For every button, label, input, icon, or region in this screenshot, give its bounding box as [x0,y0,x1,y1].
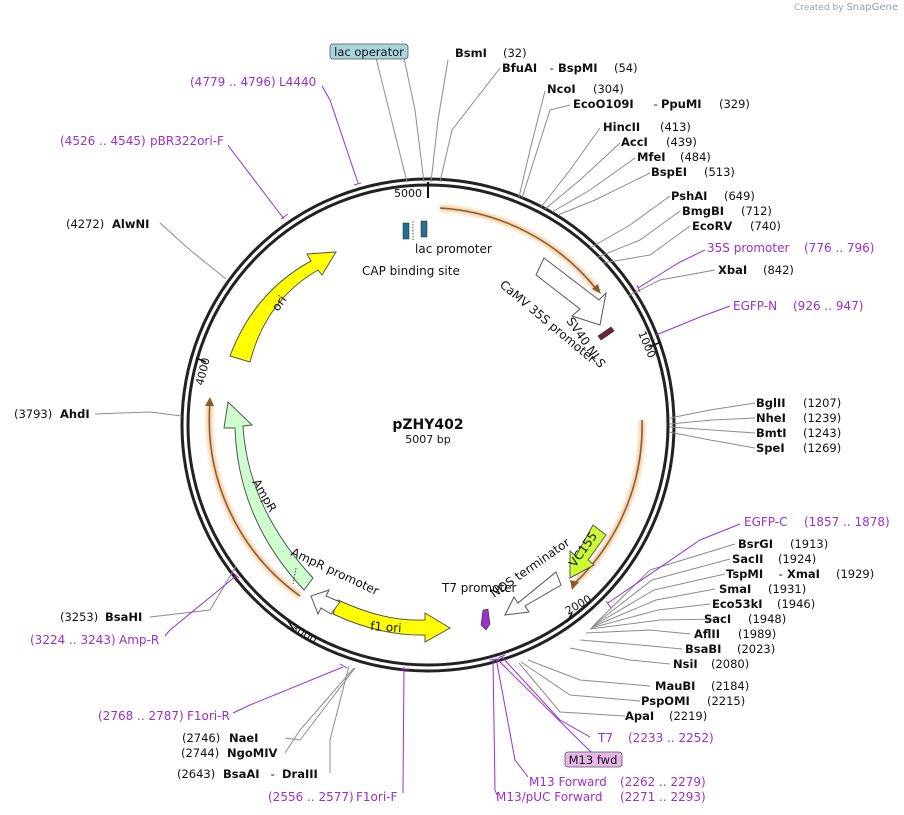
ori-arrow [229,251,337,363]
site-bsabi: BsaBI(2023) [685,642,775,656]
site-bmti: BmtI(1243) [756,426,841,440]
primer-pbr322ori-f: (4526 .. 4545)pBR322ori-F [60,134,224,148]
orf-arc-left-head [205,397,214,406]
lac-operator-label: lac operator [334,45,404,59]
tick-3000 [287,620,295,631]
site-bmgbi: BmgBI(712) [682,204,772,218]
tick-label-5000: 5000 [394,187,422,200]
primer-f1ori-f: (2556 .. 2577)F1ori-F [268,790,397,804]
site-bglii: BglII(1207) [756,396,841,410]
primer-amp-r: (3224 .. 3243)Amp-R [30,633,159,647]
primer-leader-lines [164,85,741,796]
site-naei: (2746)NaeI [182,731,258,745]
primer-m13-puc-forward: M13/pUC Forward(2271 .. 2293) [496,790,706,804]
plasmid-length: 5007 bp [405,433,450,446]
site-tspmi: TspMI - XmaI(1929) [726,567,874,581]
site-ngomiv: (2744)NgoMIV [181,746,277,760]
site-labels: BsmI(32) BfuAI - BspMI(54) NcoI(304) Eco… [14,46,874,781]
tick-4000 [195,357,207,363]
site-maubi: MauBI(2184) [655,679,749,693]
ampr-promoter-arrow [310,589,341,616]
plasmid-name: pZHY402 [392,417,463,433]
ampr-arrow [223,400,314,591]
lac-operator-box: lac operator [329,43,409,60]
site-acci: AccI(439) [621,135,697,149]
site-ecoo109i: EcoO109I - PpuMI(329) [573,97,750,111]
vc155-arrow [569,524,607,579]
nos-terminator-arrow [504,571,562,616]
m13-fwd-leader [497,659,595,756]
site-ncoi: NcoI(304) [547,82,624,96]
primer-t7: T7(2233 .. 2252) [597,731,714,745]
site-leader-lines [94,57,756,773]
site-alwni: (4272)AlwNI [66,217,149,231]
site-apai: ApaI(2219) [625,709,707,723]
site-hincii: HincII(413) [603,120,691,134]
primer-f1ori-r: (2768 .. 2787)F1ori-R [98,709,230,723]
site-nhei: NheI(1239) [756,411,841,425]
site-xbai: XbaI(842) [718,263,794,277]
label-cap-binding-site: CAP binding site [362,264,460,278]
site-sacii: SacII(1924) [732,552,816,566]
site-bfuai: BfuAI - BspMI(54) [502,61,638,75]
site-mfei: MfeI(484) [637,150,711,164]
m13-fwd-label: M13 fwd [569,753,618,767]
primer-egfp-c: EGFP-C(1857 .. 1878) [744,515,890,529]
site-bsahi: (3253)BsaHI [60,610,142,624]
site-spei: SpeI(1269) [756,441,841,455]
tick-label-3000: 3000 [289,621,320,646]
site-bspei: BspEI(513) [651,165,735,179]
tick-2000 [566,612,573,623]
snapgene-credit: Created by SnapGene [794,2,898,13]
site-pshai: PshAI(649) [671,189,755,203]
label-lac-promoter: lac promoter [415,242,492,256]
site-eco53ki: Eco53kI(1946) [712,597,815,611]
site-bsmi: BsmI(32) [455,46,527,60]
site-bsrgi: BsrGI(1913) [738,537,828,551]
f1-ori-arrow [332,599,451,643]
orf-arc-left-line [208,401,301,597]
sv40-nls-arrow [597,326,615,341]
primer-m13-forward: M13 Forward(2262 .. 2279) [529,775,706,789]
orf-arc-top-head [592,284,601,294]
orf-arc-top-line [439,207,598,291]
site-nsii: NsiI(2080) [673,657,749,671]
label-f1-ori: f1 ori [370,619,402,635]
t7-promoter-arrow [480,608,491,631]
lac-operator-leader [375,57,408,183]
lac-promoter-block [420,220,428,238]
snapgene-logo: SnapGene [846,2,898,13]
primer-labels: (4779 .. 4796)L4440 (4526 .. 4545)pBR322… [30,75,890,804]
orf-arc-right-head [570,580,579,590]
site-ecorv: EcoRV(740) [692,219,781,233]
site-bsaai: (2643)BsaAI - DraIII [177,767,318,781]
site-pspomi: PspOMI(2215) [641,694,745,708]
site-saci: SacI(1948) [704,612,786,626]
label-t7-promoter: T7 promoter [441,581,517,595]
cap-binding-site-block [402,222,410,240]
primer-l4440: (4779 .. 4796)L4440 [190,75,316,89]
m13-fwd-box: M13 fwd [564,751,623,768]
primer-35s-promoter: 35S promoter(776 .. 796) [707,241,874,255]
credit-prefix: Created by [794,3,844,13]
site-aflii: AflII(1989) [694,627,776,641]
site-ahdi: (3793)AhdI [14,407,90,421]
primer-egfp-n: EGFP-N(926 .. 947) [733,299,863,313]
camv35s-promoter-arrow [535,257,607,326]
tick-1000 [648,341,662,348]
tick-label-1000: 1000 [635,329,658,360]
site-smai: SmaI(1931) [719,582,806,596]
